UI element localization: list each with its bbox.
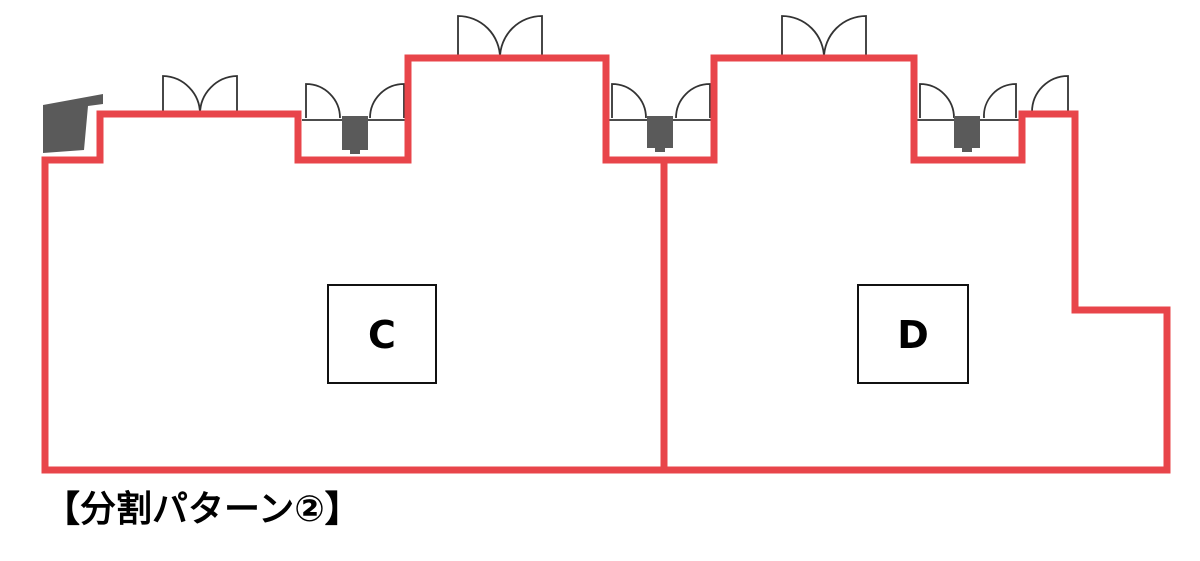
room-label-c: C [327,284,437,384]
door-swing-icon [611,83,647,119]
door-swing-icon [983,83,1017,119]
fixtures [43,94,980,154]
door-swing-icon [199,75,238,115]
door-swing-icon [162,75,201,115]
sink-icon [647,116,673,148]
door-swing-icon [781,15,825,59]
door-swing-icon [305,83,341,119]
outer-wall [41,54,1171,474]
door-swing-icon [499,15,543,59]
room-label-d-text: D [897,313,929,357]
door-swing-icon [1031,75,1069,113]
caption: 【分割パターン②】 [44,489,361,530]
door-swing-icon [919,83,955,119]
pillar-icon [43,94,103,153]
door-swing-icon [675,83,711,119]
room-label-c-text: C [368,313,396,357]
sink-icon [655,146,665,152]
door-swing-icon [369,83,405,119]
room-label-d: D [857,284,969,384]
sink-icon [342,116,368,150]
door-swing-icon [823,15,867,59]
door-swings [162,15,1069,119]
door-swing-icon [457,15,501,59]
sink-icon [954,116,980,148]
sink-icon [350,148,360,154]
sink-icon [962,146,972,152]
